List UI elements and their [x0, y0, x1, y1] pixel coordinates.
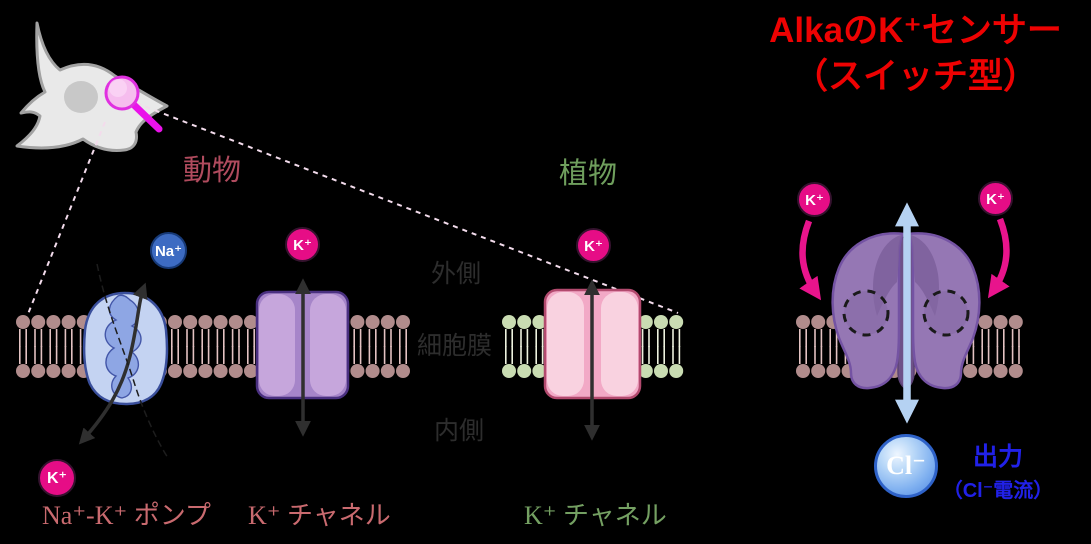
membrane-bilayer-animal [16, 315, 410, 378]
pump-transport-arrow [78, 282, 148, 445]
output-current-label: （Cl⁻電流） [942, 480, 1054, 502]
cell-nucleus [64, 81, 98, 113]
k-entry-arrow-right [987, 217, 1010, 299]
output-label-group: 出力 （Cl⁻電流） [936, 437, 1060, 503]
pump-label: Na⁺-K⁺ ポンプ [42, 501, 211, 530]
output-label: 出力 [972, 443, 1023, 471]
zoom-line-left [27, 121, 106, 315]
k-binding-site-right [922, 289, 970, 337]
animal-potassium-channel [255, 278, 350, 437]
channel-subunit-left [547, 292, 584, 396]
diagram-title-line2: （スイッチ型） [792, 57, 1038, 97]
plant-channel-label: K⁺ チャネル [524, 501, 667, 530]
membrane-label: 細胞膜 [417, 332, 493, 360]
k-binding-site-left [842, 289, 890, 337]
potassium-ion-sensor-left: K⁺ [797, 182, 832, 217]
section-label-plant: 植物 [559, 158, 618, 190]
channel-subunit-right [310, 294, 346, 396]
sodium-ion: Na⁺ [150, 232, 187, 269]
channel-subunit-right [601, 292, 638, 396]
magnifier-icon [104, 75, 163, 133]
potassium-ion-sensor-right: K⁺ [978, 181, 1013, 216]
animal-channel-label: K⁺ チャネル [248, 501, 391, 530]
plant-potassium-channel [543, 279, 642, 441]
diagram-title: AlkaのK⁺センサー （スイッチ型） [740, 8, 1091, 100]
potassium-ion-pumped-in: K⁺ [38, 459, 76, 497]
section-label-animal: 動物 [183, 155, 242, 187]
chloride-ion: Cl⁻ [874, 434, 938, 498]
pump-counter-flow-line [96, 263, 169, 459]
diagram-title-line1: AlkaのK⁺センサー [769, 11, 1062, 50]
zoom-line-right [135, 102, 679, 314]
k-entry-arrow-left [799, 219, 822, 301]
sodium-potassium-pump [78, 263, 169, 459]
potassium-ion-animal: K⁺ [285, 227, 320, 262]
alka-potassium-sensor [799, 202, 1010, 424]
membrane-inside-label: 内側 [434, 417, 485, 445]
neuron-cell-illustration [15, 21, 169, 152]
channel-subunit-left [259, 294, 295, 396]
potassium-ion-plant: K⁺ [576, 228, 611, 263]
membrane-outside-label: 外側 [431, 260, 482, 288]
zoom-indicator-lines [27, 102, 679, 315]
